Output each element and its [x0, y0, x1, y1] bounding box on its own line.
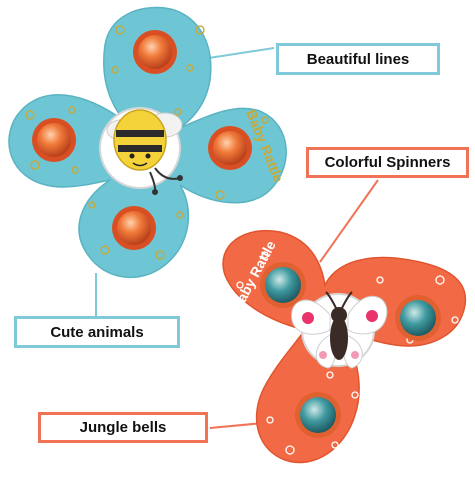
callout-cute-animals-text: Cute animals	[50, 323, 144, 341]
callout-colorful-spinners-text: Colorful Spinners	[324, 154, 451, 171]
blue-spinner-pattern	[25, 25, 269, 260]
blue-spinner: Baby Rattle	[8, 6, 287, 279]
callout-beautiful-lines-text: Beautiful lines	[306, 50, 410, 68]
callout-colorful-spinners: Colorful Spinners	[306, 147, 469, 178]
orange-spinner: Baby Rattle	[222, 229, 467, 464]
callout-jungle-bells-text: Jungle bells	[79, 419, 167, 436]
callout-jungle-bells: Jungle bells	[38, 412, 208, 443]
bee-icon	[106, 109, 183, 195]
butterfly-icon	[291, 291, 388, 369]
orange-spinner-pattern	[236, 251, 459, 455]
callout-cute-animals: Cute animals	[14, 316, 180, 348]
callout-beautiful-lines: Beautiful lines	[276, 43, 440, 75]
